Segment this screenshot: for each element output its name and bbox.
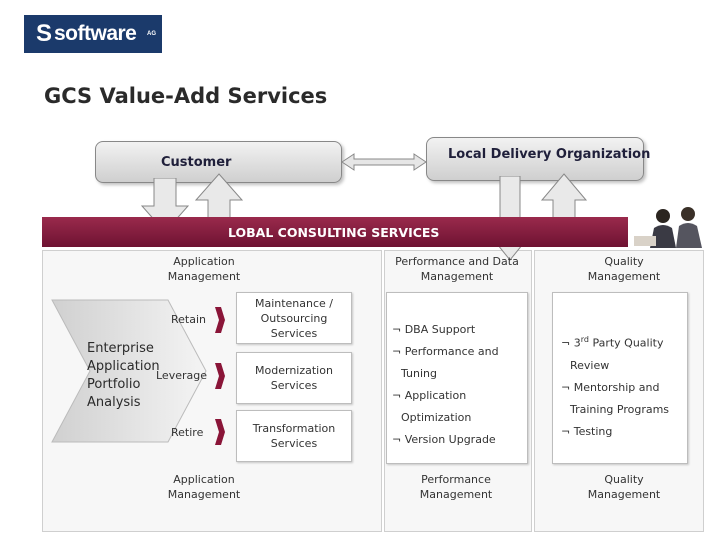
local-delivery-label: Local Delivery Organization [448,147,651,162]
perf-bullet-upgrade: ¬ Version Upgrade [392,432,522,447]
quality-bottom-line1: Quality [604,473,644,486]
quality-bullet-third-party-l1: ¬ 3rd Party Quality [561,332,685,351]
logo-s-mark: S [36,20,53,47]
quality-third-sup: rd [580,335,589,344]
customer-label: Customer [161,155,232,170]
quality-services-box [552,292,688,464]
quality-bullet-testing: ¬ Testing [561,424,613,438]
perf-bottom: Performance Management [404,472,508,502]
software-ag-logo [24,15,162,53]
enterprise-line3: Portfolio [87,377,141,392]
quality-bullet-third-party-l2: Review [570,358,610,372]
modernization-box: Modernization Services [236,352,352,404]
enterprise-text: Enterprise Application Portfolio Analysi… [87,340,160,412]
app-mgmt-bottom-line2: Management [167,488,241,501]
local-delivery-box [426,137,644,181]
consultants-photo [628,200,708,250]
perf-bullets: ¬ DBA Support ¬ Performance and Tuning ¬… [392,322,522,454]
perf-top-line1: Performance and Data [395,255,519,268]
perf-bullet-dba: ¬ DBA Support [392,322,522,337]
perf-bullet-appopt-l1: ¬ Application [392,389,467,402]
gcs-bar [42,217,702,247]
perf-bullet-tuning: ¬ Performance and Tuning [392,344,522,381]
quality-bullet-mentorship: ¬ Mentorship and Training Programs [561,380,685,417]
enterprise-chevron [51,299,207,443]
retire-label: Retire [171,426,204,439]
perf-bottom-line2: Management [419,488,493,501]
quality-third-prefix: ¬ 3 [561,336,581,350]
retire-chevron-icon [215,419,225,445]
perf-bullet-appopt-l2: Optimization [401,411,472,424]
app-mgmt-top-line1: Application [173,255,235,268]
app-mgmt-bottom: Application Management [152,472,256,502]
transformation-box: Transformation Services [236,410,352,462]
perf-bullet-upgrade-text: ¬ Version Upgrade [392,433,496,446]
retain-chevron-icon [215,307,225,333]
perf-bullet-tuning-l1: ¬ Performance and [392,345,499,358]
double-arrow [341,153,427,171]
maintenance-box: Maintenance / Outsourcing Services [236,292,352,344]
quality-third-rest: Party Quality [588,336,664,350]
maintenance-line1: Maintenance / [254,297,334,310]
enterprise-line1: Enterprise [87,341,154,356]
page-title: GCS Value-Add Services [44,84,328,108]
perf-bullet-dba-text: ¬ DBA Support [392,323,476,336]
app-mgmt-top-line2: Management [167,270,241,283]
maintenance-line3: Services [270,327,318,340]
quality-bottom-line2: Management [587,488,661,501]
perf-bullet-tuning-l2: Tuning [401,367,438,380]
quality-top-line2: Management [587,270,661,283]
modernization-line2: Services [270,379,318,392]
quality-bullet-third-party: ¬ 3rd Party Quality Review [561,332,685,373]
quality-bullets: ¬ 3rd Party Quality Review ¬ Mentorship … [561,332,685,446]
quality-top-line1: Quality [604,255,644,268]
perf-top-line2: Management [420,270,494,283]
perf-services-box [386,292,528,464]
leverage-chevron-icon [215,363,225,389]
enterprise-line4: Analysis [87,395,141,410]
enterprise-line2: Application [87,359,160,374]
app-mgmt-top: Application Management [152,254,256,284]
quality-top: Quality Management [572,254,676,284]
quality-bottom: Quality Management [572,472,676,502]
transformation-line2: Services [270,437,318,450]
transformation-line1: Transformation [252,422,336,435]
logo-wordmark: software [54,22,137,45]
perf-bottom-line1: Performance [421,473,491,486]
quality-bullet-mentorship-l1: ¬ Mentorship and [561,380,660,394]
retain-label: Retain [171,313,206,326]
logo-ag: AG [147,31,156,37]
quality-bullet-mentorship-l2: Training Programs [570,402,670,416]
app-mgmt-bottom-line1: Application [173,473,235,486]
perf-top: Performance and Data Management [384,254,530,284]
perf-bullet-appopt: ¬ Application Optimization [392,388,522,425]
modernization-line1: Modernization [255,364,333,377]
leverage-label: Leverage [156,369,207,382]
maintenance-line2: Outsourcing [260,312,328,325]
gcs-label: LOBAL CONSULTING SERVICES [228,225,440,240]
